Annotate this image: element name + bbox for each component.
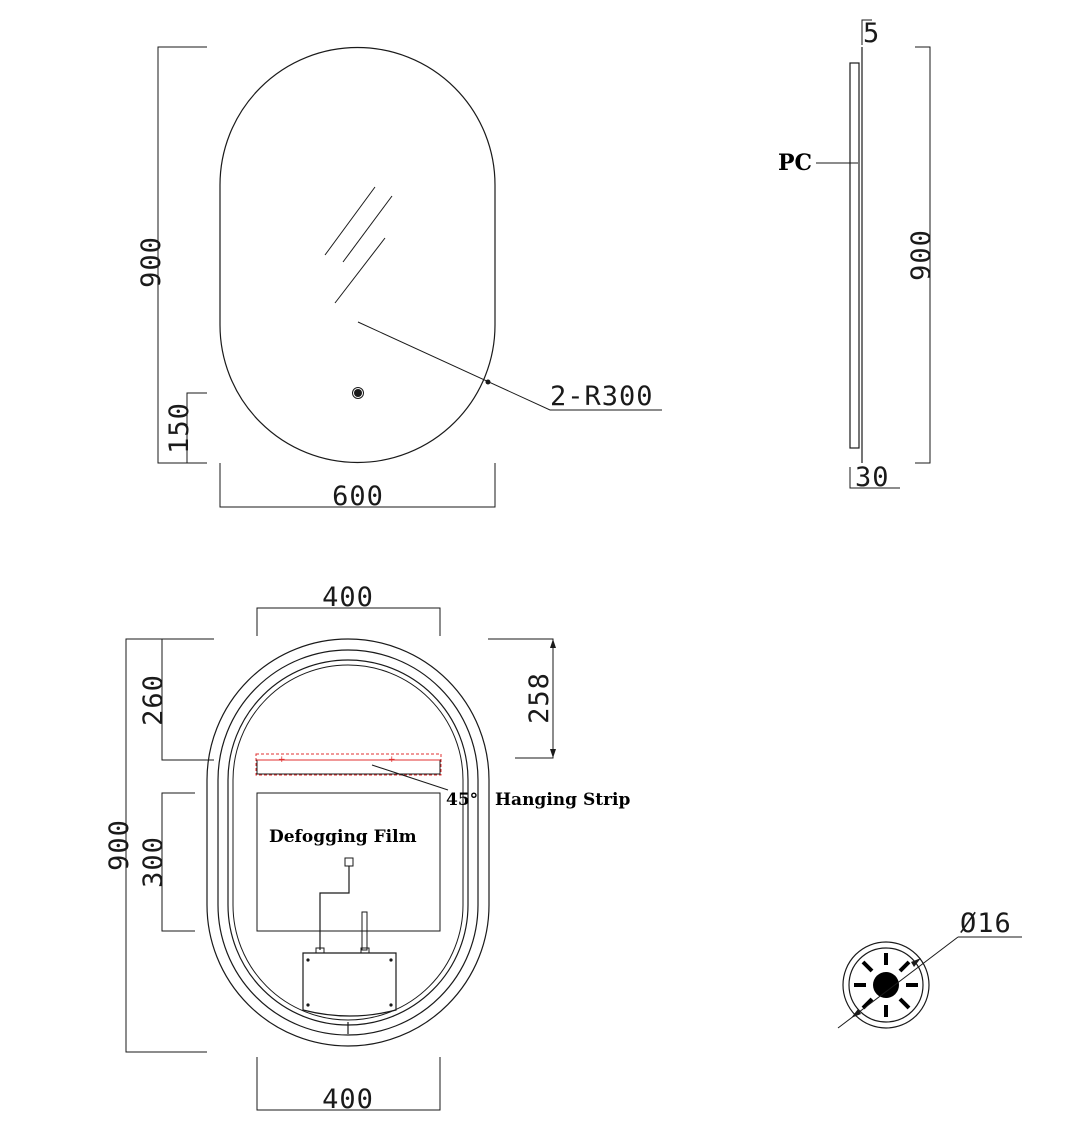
sun-icon xyxy=(873,972,899,998)
material-label: PC xyxy=(778,150,812,176)
reflection-line-2 xyxy=(342,195,393,263)
arrow-up-icon xyxy=(550,639,556,648)
driver-screw-2 xyxy=(389,958,393,962)
dim-button-bracket xyxy=(186,392,207,463)
back-outer-frame xyxy=(206,638,490,1047)
side-dim-height-bracket xyxy=(915,46,931,464)
dim-thickness-label: 5 xyxy=(863,18,880,49)
diameter-label: Ø16 xyxy=(960,908,1012,939)
back-dim-bottom-label: 400 xyxy=(322,1084,374,1115)
button-detail: Ø16 xyxy=(837,908,1022,1029)
film-connector xyxy=(344,857,354,867)
strip-leader xyxy=(371,764,449,791)
touch-button-ring xyxy=(352,387,364,399)
button-outer-ring xyxy=(842,941,930,1029)
dim-height-label: 900 xyxy=(136,236,167,288)
back-dim-strip-left-bracket xyxy=(161,638,214,761)
dim-width-bracket xyxy=(219,463,496,508)
back-dim-film-bracket xyxy=(161,792,195,932)
button-inner-ring xyxy=(848,947,924,1023)
power-wire xyxy=(361,911,368,951)
back-dim-top-bracket xyxy=(256,607,441,636)
diameter-arrow-b xyxy=(911,958,921,967)
dim-button-label: 150 xyxy=(164,402,195,454)
side-view: 5 PC 900 30 xyxy=(778,18,937,493)
back-dim-bottom-bracket xyxy=(256,1057,441,1111)
hanging-strip-highlight xyxy=(255,753,442,776)
back-frame-line-3 xyxy=(227,659,469,1026)
side-mirror-body xyxy=(849,62,860,449)
back-dim-strip-left-label: 260 xyxy=(138,674,169,726)
back-dim-top-label: 400 xyxy=(322,582,374,613)
driver-screw-3 xyxy=(306,1003,310,1007)
side-dim-height-label: 900 xyxy=(906,229,937,281)
side-dim-depth-label: 30 xyxy=(855,462,890,493)
dim-thickness-top xyxy=(861,19,872,45)
hanging-strip-mark-right: + xyxy=(388,755,396,765)
back-frame-line-2 xyxy=(217,649,479,1036)
touch-button-icon xyxy=(354,389,362,397)
strip-label: Hanging Strip xyxy=(495,790,630,810)
reflection-line-3 xyxy=(334,237,386,304)
hanging-strip-mark-left: + xyxy=(278,755,286,765)
film-wire xyxy=(319,866,350,950)
arrow-down-icon xyxy=(550,749,556,758)
radius-leader xyxy=(357,321,662,411)
driver-screw-1 xyxy=(306,958,310,962)
front-view: 2-R300 900 150 600 xyxy=(136,46,662,512)
back-dim-height-label: 900 xyxy=(104,819,135,871)
reflection-line-1 xyxy=(324,186,376,256)
defogging-film-label: Defogging Film xyxy=(269,827,417,847)
back-view: + + 45° Hanging Strip Defogging Film 400… xyxy=(104,582,630,1115)
back-dim-strip-right-label: 258 xyxy=(524,672,555,724)
back-dim-film-label: 300 xyxy=(138,836,169,888)
radius-leader-dot xyxy=(485,379,491,385)
defogging-film xyxy=(256,792,441,932)
side-dim-depth-bracket xyxy=(849,467,900,489)
sun-ray-icon xyxy=(854,953,918,1017)
back-frame-line-4 xyxy=(232,664,464,1021)
driver-box xyxy=(302,952,397,1017)
driver-screw-4 xyxy=(389,1003,393,1007)
front-mirror-outline xyxy=(219,46,496,464)
strip-angle-label: 45° xyxy=(446,790,478,810)
radius-label: 2-R300 xyxy=(550,381,654,412)
diameter-arrow-a xyxy=(851,1009,861,1018)
back-dim-strip-right-bracket xyxy=(488,638,554,759)
dim-height-bracket xyxy=(157,46,207,464)
dim-width-label: 600 xyxy=(332,481,384,512)
